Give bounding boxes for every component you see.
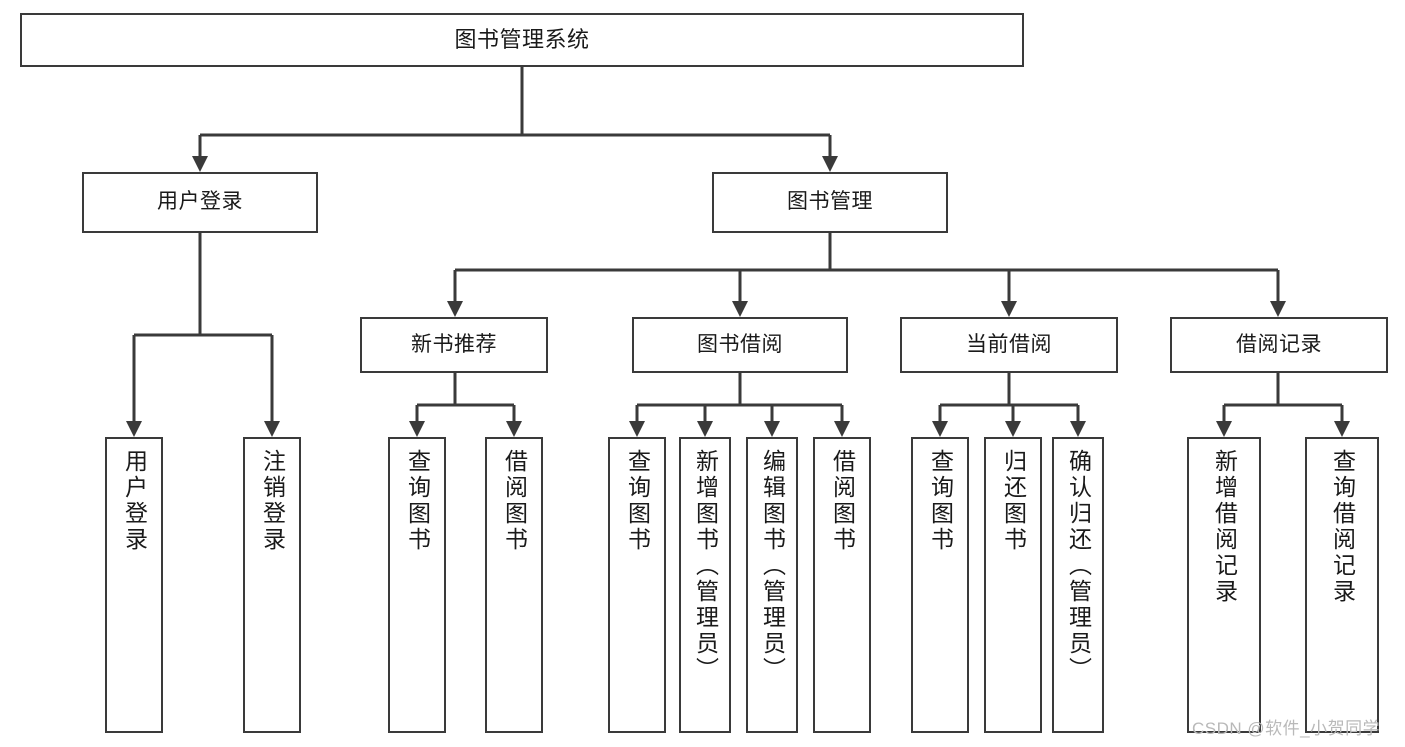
node-user-login[interactable]: 用户登录 — [82, 172, 318, 233]
node-new-book-recommendation[interactable]: 新书推荐 — [360, 317, 548, 373]
node-label: 查询图书 — [404, 449, 431, 553]
node-book-borrowing[interactable]: 图书借阅 — [632, 317, 848, 373]
node-leaf-borrow-book-1[interactable]: 借阅图书 — [485, 437, 543, 733]
node-label: 确认归还（管理员） — [1065, 449, 1092, 683]
node-leaf-user-logout[interactable]: 注销登录 — [243, 437, 301, 733]
node-label: 图书管理系统 — [454, 27, 590, 53]
node-label: 当前借阅 — [966, 332, 1052, 356]
node-root-book-management-system[interactable]: 图书管理系统 — [20, 13, 1024, 67]
node-leaf-add-borrow-record[interactable]: 新增借阅记录 — [1187, 437, 1261, 733]
node-label: 借阅图书 — [501, 449, 528, 553]
node-leaf-query-book-3[interactable]: 查询图书 — [911, 437, 969, 733]
node-leaf-borrow-book-2[interactable]: 借阅图书 — [813, 437, 871, 733]
node-label: 借阅记录 — [1236, 332, 1322, 356]
node-leaf-user-login[interactable]: 用户登录 — [105, 437, 163, 733]
node-leaf-edit-book-admin[interactable]: 编辑图书（管理员） — [746, 437, 798, 733]
node-leaf-query-book-2[interactable]: 查询图书 — [608, 437, 666, 733]
node-label: 图书借阅 — [697, 332, 783, 356]
node-leaf-query-borrow-record[interactable]: 查询借阅记录 — [1305, 437, 1379, 733]
node-label: 图书管理 — [787, 190, 873, 214]
node-label: 归还图书 — [1000, 449, 1027, 553]
node-label: 新增借阅记录 — [1211, 449, 1238, 605]
node-label: 编辑图书（管理员） — [759, 449, 786, 683]
node-label: 查询图书 — [927, 449, 954, 553]
node-label: 新书推荐 — [411, 332, 497, 356]
node-label: 用户登录 — [121, 449, 148, 553]
node-leaf-add-book-admin[interactable]: 新增图书（管理员） — [679, 437, 731, 733]
node-label: 注销登录 — [259, 449, 286, 553]
csdn-watermark: CSDN @软件_小贺同学 — [1192, 719, 1381, 738]
node-leaf-query-book-1[interactable]: 查询图书 — [388, 437, 446, 733]
node-label: 新增图书（管理员） — [692, 449, 719, 683]
node-leaf-confirm-return-admin[interactable]: 确认归还（管理员） — [1052, 437, 1104, 733]
node-book-management[interactable]: 图书管理 — [712, 172, 948, 233]
node-label: 借阅图书 — [829, 449, 856, 553]
node-current-borrowing[interactable]: 当前借阅 — [900, 317, 1118, 373]
node-leaf-return-book[interactable]: 归还图书 — [984, 437, 1042, 733]
node-label: 查询图书 — [624, 449, 651, 553]
node-label: 用户登录 — [157, 190, 243, 214]
node-label: 查询借阅记录 — [1329, 449, 1356, 605]
node-borrowing-records[interactable]: 借阅记录 — [1170, 317, 1388, 373]
